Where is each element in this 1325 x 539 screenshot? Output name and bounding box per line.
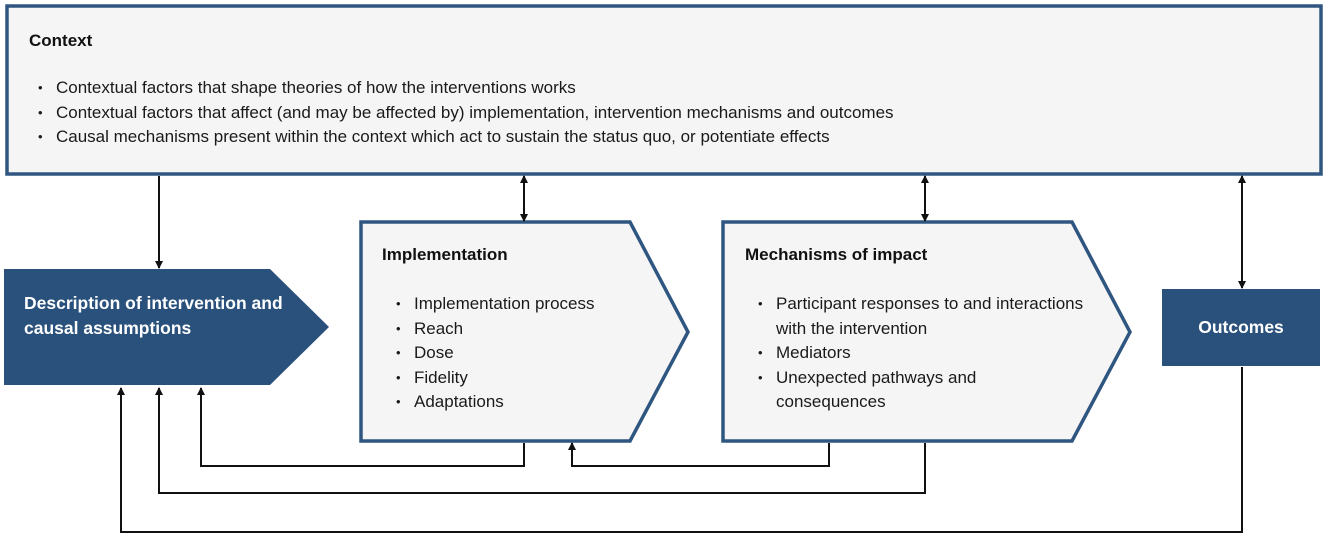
arrow-mechanisms-to-implementation <box>568 442 830 467</box>
context-title: Context <box>29 31 93 50</box>
outcomes-label: Outcomes <box>1198 317 1284 337</box>
implementation-item: Adaptations <box>392 390 672 415</box>
implementation-list: Implementation process Reach Dose Fideli… <box>392 292 672 415</box>
description-chevron <box>4 269 329 385</box>
mechanisms-item: Mediators <box>754 341 1084 366</box>
context-item: Causal mechanisms present within the con… <box>34 125 1274 150</box>
mechanisms-item: Unexpected pathways and consequences <box>754 366 1084 415</box>
description-label: Description of intervention and causal a… <box>24 293 283 338</box>
implementation-item: Dose <box>392 341 672 366</box>
implementation-item: Implementation process <box>392 292 672 317</box>
context-list: Contextual factors that shape theories o… <box>34 76 1274 150</box>
context-item: Contextual factors that affect (and may … <box>34 101 1274 126</box>
arrow-mechanisms-to-description <box>155 387 926 494</box>
implementation-item: Fidelity <box>392 366 672 391</box>
implementation-title: Implementation <box>382 245 508 264</box>
mechanisms-title: Mechanisms of impact <box>745 245 928 264</box>
outcomes-box <box>1162 289 1320 366</box>
implementation-item: Reach <box>392 317 672 342</box>
arrow-implementation-to-description <box>197 387 525 467</box>
mechanisms-list: Participant responses to and interaction… <box>754 292 1084 415</box>
context-item: Contextual factors that shape theories o… <box>34 76 1274 101</box>
mechanisms-item: Participant responses to and interaction… <box>754 292 1084 341</box>
arrow-outcomes-to-description <box>117 367 1243 533</box>
